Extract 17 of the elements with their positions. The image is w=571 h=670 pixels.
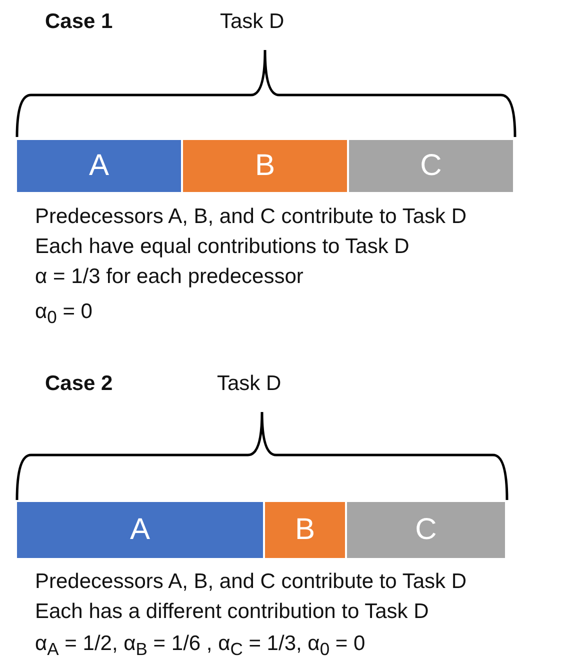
formula-text: α = 1/3 for each predecessor <box>35 265 304 289</box>
task-label: Task D <box>220 10 284 34</box>
segment-bar: B <box>265 502 347 558</box>
segment-bar: B <box>183 140 349 192</box>
case-heading: Case 2 <box>45 372 113 396</box>
formula-text: α$_{A}$ = 1/2, α$_{B}$ = 1/6 , α$_{C}$ = 1/3, α$_{0}$ = 0 <box>35 632 366 660</box>
segment-bar: A <box>17 502 265 558</box>
task-label: Task D <box>217 372 282 396</box>
case-heading: Case 1 <box>45 10 113 34</box>
note-text: Predecessors A, B, and C contribute to Task D <box>35 570 466 594</box>
note-text: Each has a different contribution to Task D <box>35 600 429 624</box>
segment-bar: C <box>347 502 507 558</box>
note-text: Each have equal contributions to Task D <box>35 235 410 259</box>
segment-bar: A <box>17 140 183 192</box>
segment-bar: C <box>349 140 515 192</box>
note-text: Predecessors A, B, and C contribute to Task D <box>35 205 466 229</box>
formula-text: α$_{0}$ = 0 <box>35 300 92 328</box>
